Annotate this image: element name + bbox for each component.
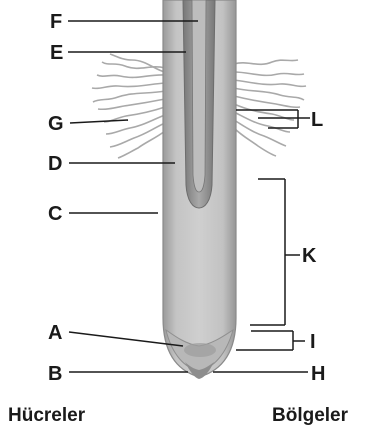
label-G: G [48,113,64,135]
root-hairs-left [92,54,165,158]
label-B: B [48,363,62,385]
root-hairs-right [234,60,306,156]
label-L: L [311,109,323,131]
label-K: K [302,245,317,267]
label-C: C [48,203,62,225]
label-I: I [310,331,316,353]
label-D: D [48,153,62,175]
caption-regions: Bölgeler [272,405,349,426]
meristem-region [184,343,216,357]
label-H: H [311,363,325,385]
label-F: F [50,11,62,33]
vascular-inner [192,0,206,192]
label-A: A [48,322,62,344]
label-E: E [50,42,63,64]
caption-cells: Hücreler [8,405,86,426]
